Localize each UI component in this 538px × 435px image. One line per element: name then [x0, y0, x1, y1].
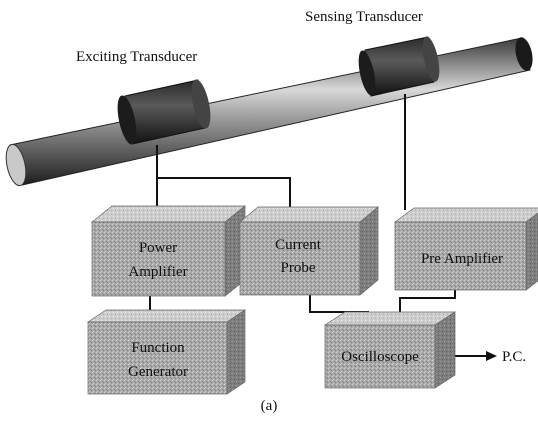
power-amplifier-label-2: Amplifier: [128, 264, 187, 280]
wire-exciting-to-current-probe: [156, 145, 291, 222]
function-generator-label-2: Generator: [128, 364, 188, 380]
oscilloscope-label: Oscilloscope: [341, 349, 419, 365]
sensing-transducer: [358, 36, 440, 97]
pre-amplifier-box: Pre Amplifier: [393, 207, 538, 291]
pc-label: P.C.: [502, 349, 526, 365]
power-amplifier-box: Power Amplifier: [91, 205, 246, 297]
figure-caption: (a): [260, 398, 278, 414]
exciting-transducer-label: Exciting Transducer: [76, 49, 198, 65]
sensing-transducer-label: Sensing Transducer: [305, 9, 423, 25]
function-generator-box: Function Generator: [86, 309, 247, 395]
function-generator-label-1: Function: [131, 340, 185, 356]
pre-amplifier-label: Pre Amplifier: [421, 251, 503, 267]
arrow-head: [486, 351, 497, 361]
wire-pre-amp-to-oscilloscope: [399, 290, 456, 325]
current-probe-label-1: Current: [275, 237, 322, 253]
current-probe-box: Current Probe: [239, 206, 379, 296]
oscilloscope-box: Oscilloscope: [323, 311, 457, 389]
power-amplifier-label-1: Power: [139, 240, 177, 256]
current-probe-label-2: Probe: [281, 260, 316, 276]
wires: [149, 94, 486, 357]
exciting-transducer: [117, 79, 211, 145]
